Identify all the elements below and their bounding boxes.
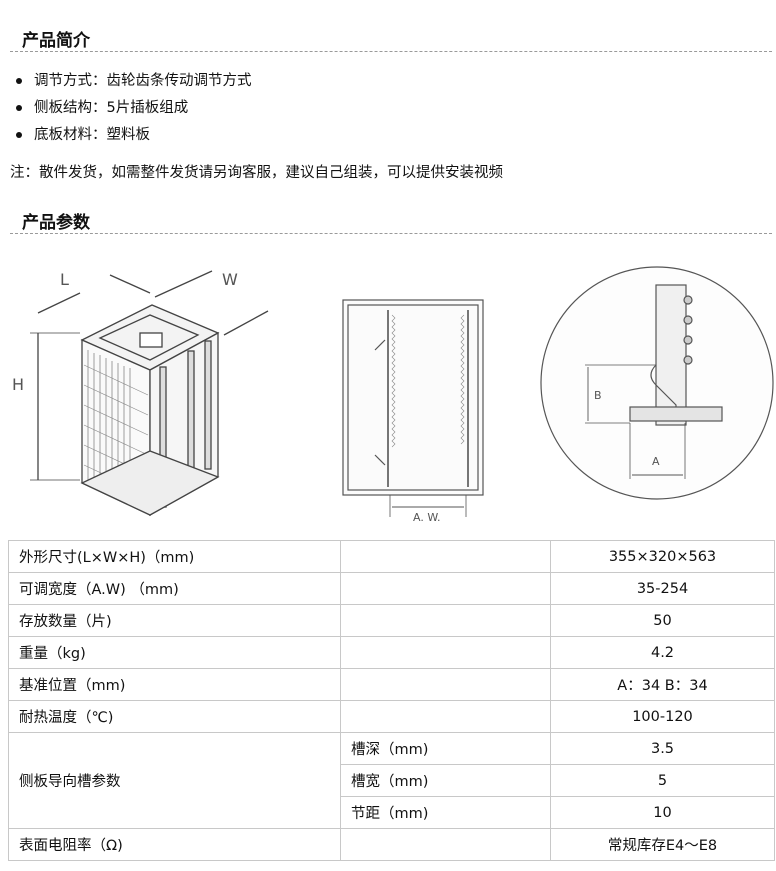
table-row: 侧板导向槽参数 槽深（mm) 3.5 [8,732,775,829]
param-sub [340,668,551,701]
divider [10,233,772,234]
rack-top-view-diagram [342,299,484,517]
param-value: 50 [550,604,775,637]
table-row: 耐热温度（℃) 100-120 [8,700,775,733]
param-sub: 槽深（mm) [340,732,551,765]
param-label: 侧板导向槽参数 [8,732,341,829]
param-sub: 节距（mm) [340,796,551,829]
table-row: 可调宽度（A.W) （mm) 35-254 [8,572,775,605]
dim-label-b: B [594,389,602,402]
param-value: 3.5 [550,732,775,765]
param-sub [340,604,551,637]
table-row: 节距（mm) 10 [9,796,775,829]
param-value: 10 [550,796,775,829]
param-value: 4.2 [550,636,775,669]
table-row: 外形尺寸(L×W×H)（mm) 355×320×563 [8,540,775,573]
table-row: 重量（kg) 4.2 [8,636,775,669]
param-value: A：34 B：34 [550,668,775,701]
intro-title: 产品简介 [22,31,90,51]
list-item: 侧板结构：5片插板组成 [12,97,252,124]
bullet-dot-icon [16,132,22,138]
params-title: 产品参数 [22,213,90,233]
table-row: 基准位置（mm) A：34 B：34 [8,668,775,701]
dim-label-w: W [222,270,238,289]
bullet-dot-icon [16,105,22,111]
param-label: 重量（kg) [8,636,341,669]
table-row: 表面电阻率（Ω) 常规库存E4～E8 [8,828,775,861]
param-sub [340,572,551,605]
shipping-note: 注：散件发货，如需整件发货请另询客服，建议自己组装，可以提供安装视频 [10,165,503,181]
param-value: 常规库存E4～E8 [550,828,775,861]
param-sub [340,700,551,733]
bullet-dot-icon [16,78,22,84]
param-sub [340,540,551,573]
param-value: 35-254 [550,572,775,605]
param-sub [340,636,551,669]
dim-label-a: A [652,455,660,468]
param-label: 外形尺寸(L×W×H)（mm) [8,540,341,573]
param-value: 5 [550,764,775,797]
divider [10,51,772,52]
param-label: 可调宽度（A.W) （mm) [8,572,341,605]
params-table: 外形尺寸(L×W×H)（mm) 355×320×563 可调宽度（A.W) （m… [8,540,775,861]
param-value: 100-120 [550,700,775,733]
param-label: 基准位置（mm) [8,668,341,701]
param-label: 表面电阻率（Ω) [8,828,341,861]
table-row: 存放数量（片) 50 [8,604,775,637]
list-item: 调节方式：齿轮齿条传动调节方式 [12,70,252,97]
param-label: 存放数量（片) [8,604,341,637]
dim-label-aw: A. W. [413,511,440,524]
param-sub: 槽宽（mm) [340,764,551,797]
rack-isometric-diagram [30,270,269,517]
dim-label-l: L [60,270,69,289]
detail-circle-diagram [540,266,774,500]
dim-label-h: H [12,375,24,394]
intro-list: 调节方式：齿轮齿条传动调节方式 侧板结构：5片插板组成 底板材料：塑料板 [12,70,252,151]
list-item: 底板材料：塑料板 [12,124,252,151]
product-diagrams: L W H A. W. B A [12,266,774,524]
param-sub [340,828,551,861]
param-label: 耐热温度（℃) [8,700,341,733]
param-value: 355×320×563 [550,540,775,573]
